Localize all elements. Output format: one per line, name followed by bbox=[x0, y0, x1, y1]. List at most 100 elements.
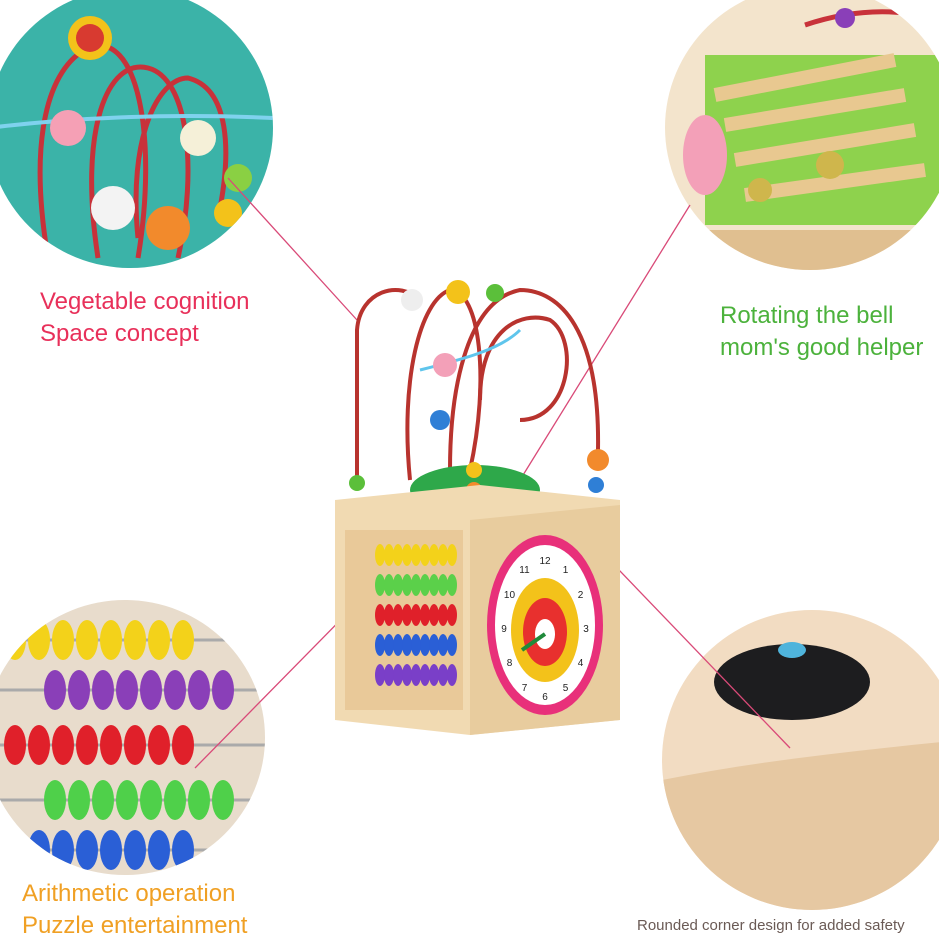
abacus-bead bbox=[447, 604, 457, 626]
abacus-bead bbox=[402, 544, 412, 566]
abacus-bead bbox=[429, 544, 439, 566]
abacus-bead bbox=[172, 830, 194, 870]
clock-number: 1 bbox=[563, 565, 569, 576]
abacus-bead bbox=[402, 664, 412, 686]
abacus-bead bbox=[212, 780, 234, 820]
abacus-bead bbox=[393, 664, 403, 686]
abacus-bead bbox=[384, 664, 394, 686]
wood-corner-graphic bbox=[662, 642, 939, 910]
abacus-bead bbox=[411, 574, 421, 596]
bead-maze-closeup-graphic bbox=[0, 16, 273, 259]
abacus-bead bbox=[420, 664, 430, 686]
abacus-bead bbox=[411, 634, 421, 656]
caption-line: mom's good helper bbox=[720, 334, 924, 361]
abacus-bead bbox=[420, 634, 430, 656]
abacus-bead bbox=[393, 634, 403, 656]
abacus-bead bbox=[447, 634, 457, 656]
abacus-bead bbox=[402, 634, 412, 656]
abacus-bead bbox=[100, 830, 122, 870]
abacus-bead bbox=[76, 830, 98, 870]
abacus-bead bbox=[4, 725, 26, 765]
clock-number: 5 bbox=[563, 683, 569, 694]
abacus-bead bbox=[411, 604, 421, 626]
abacus-bead bbox=[375, 544, 385, 566]
abacus-bead bbox=[28, 725, 50, 765]
caption-line: Space concept bbox=[40, 320, 199, 347]
vegetable-bead-closeup bbox=[0, 0, 273, 268]
abacus-bead bbox=[148, 725, 170, 765]
abacus-bead bbox=[188, 780, 210, 820]
abacus-bead bbox=[124, 725, 146, 765]
abacus-bead bbox=[429, 574, 439, 596]
abacus-bead bbox=[384, 544, 394, 566]
abacus-bead bbox=[438, 634, 448, 656]
caption-vegetable: Vegetable cognition Space concept bbox=[40, 286, 250, 350]
clock-number: 11 bbox=[519, 565, 530, 576]
bell-roller-graphic bbox=[665, 8, 939, 270]
clock-number: 8 bbox=[507, 658, 513, 669]
clock-number: 10 bbox=[504, 590, 516, 601]
caption-arithmetic: Arithmetic operation Puzzle entertainmen… bbox=[22, 878, 247, 942]
abacus-bead bbox=[411, 664, 421, 686]
clock-number: 3 bbox=[583, 624, 589, 635]
abacus-bead bbox=[28, 620, 50, 660]
clock-number: 6 bbox=[542, 692, 548, 703]
abacus-bead bbox=[447, 574, 457, 596]
abacus-bead bbox=[164, 780, 186, 820]
rounded-corner-closeup bbox=[662, 610, 939, 910]
abacus-bead bbox=[447, 544, 457, 566]
abacus-bead bbox=[68, 780, 90, 820]
abacus-bead bbox=[116, 670, 138, 710]
caption-line: Vegetable cognition bbox=[40, 288, 250, 315]
abacus-bead bbox=[124, 830, 146, 870]
abacus-bead bbox=[384, 634, 394, 656]
clock-number: 7 bbox=[522, 683, 528, 694]
abacus-bead bbox=[438, 574, 448, 596]
abacus-bead bbox=[447, 664, 457, 686]
abacus-bead bbox=[4, 620, 26, 660]
abacus-bead bbox=[384, 574, 394, 596]
abacus-beads-graphic bbox=[0, 620, 265, 870]
abacus-bead bbox=[402, 574, 412, 596]
abacus-bead bbox=[52, 830, 74, 870]
abacus-bead bbox=[124, 620, 146, 660]
abacus-bead bbox=[172, 620, 194, 660]
abacus-bead bbox=[375, 634, 385, 656]
abacus-bead bbox=[92, 780, 114, 820]
abacus-bead bbox=[393, 604, 403, 626]
abacus-bead bbox=[188, 670, 210, 710]
abacus-bead bbox=[164, 670, 186, 710]
abacus-bead bbox=[100, 620, 122, 660]
abacus-bead bbox=[140, 670, 162, 710]
abacus-bead bbox=[411, 544, 421, 566]
abacus-bead bbox=[44, 670, 66, 710]
abacus-bead bbox=[28, 830, 50, 870]
abacus-bead bbox=[100, 725, 122, 765]
abacus-bead bbox=[429, 604, 439, 626]
abacus-bead bbox=[393, 544, 403, 566]
caption-bell: Rotating the bell mom's good helper bbox=[720, 300, 923, 364]
abacus-bead bbox=[172, 725, 194, 765]
abacus-bead bbox=[393, 574, 403, 596]
clock-number: 4 bbox=[578, 658, 584, 669]
abacus-bead bbox=[148, 830, 170, 870]
abacus-bead bbox=[375, 604, 385, 626]
abacus-bead bbox=[140, 780, 162, 820]
abacus-bead bbox=[402, 604, 412, 626]
abacus-closeup bbox=[0, 600, 265, 875]
abacus-bead bbox=[76, 725, 98, 765]
caption-rounded-corner: Rounded corner design for added safety bbox=[637, 917, 905, 934]
abacus-bead bbox=[76, 620, 98, 660]
caption-line: Rotating the bell bbox=[720, 302, 894, 329]
clock-number: 9 bbox=[501, 624, 507, 635]
abacus-bead bbox=[44, 780, 66, 820]
clock-number: 2 bbox=[578, 590, 584, 601]
abacus-bead bbox=[116, 780, 138, 820]
abacus-bead bbox=[438, 604, 448, 626]
abacus-bead bbox=[148, 620, 170, 660]
abacus-bead bbox=[429, 634, 439, 656]
abacus-bead bbox=[438, 664, 448, 686]
abacus-bead bbox=[375, 574, 385, 596]
clock-number: 12 bbox=[539, 556, 551, 567]
